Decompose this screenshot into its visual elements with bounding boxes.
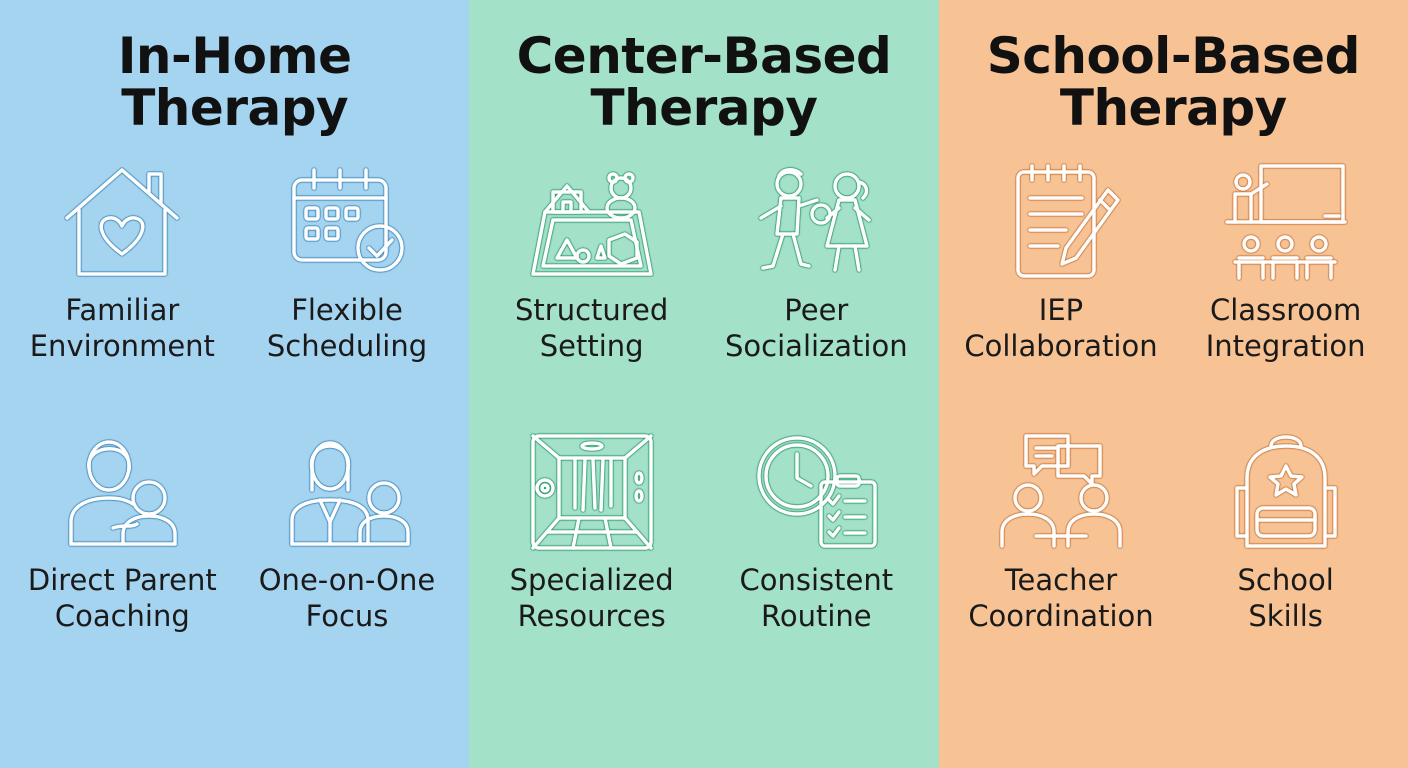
- feature-teacher-coordination: Teacher Coordination: [949, 432, 1174, 702]
- backpack-icon: [1234, 435, 1337, 548]
- feature-label: Specialized Resources: [509, 563, 674, 633]
- feature-direct-parent-coaching: Direct Parent Coaching: [10, 432, 235, 702]
- column-title: In-Home Therapy: [117, 27, 352, 137]
- feature-peer-socialization: Peer Socialization: [704, 162, 929, 432]
- therapist-child-icon: [290, 441, 410, 546]
- column-school-based: School-Based Therapy: [938, 0, 1408, 768]
- feature-one-on-one-focus: One-on-One Focus: [235, 432, 460, 702]
- feature-label: Structured Setting: [515, 293, 669, 363]
- feature-label: One-on-One Focus: [258, 563, 436, 633]
- column-title: Center-Based Therapy: [516, 27, 892, 137]
- column-title: School-Based Therapy: [986, 27, 1361, 137]
- feature-school-skills: School Skills: [1173, 432, 1398, 702]
- feature-classroom-integration: Classroom Integration: [1173, 162, 1398, 432]
- feature-label: Consistent Routine: [739, 563, 894, 633]
- feature-structured-setting: Structured Setting: [479, 162, 704, 432]
- feature-label: School Skills: [1237, 563, 1334, 633]
- classroom-icon: [1224, 164, 1347, 280]
- column-in-home: In-Home Therapy Familiar Environment: [0, 0, 470, 768]
- feature-familiar-environment: Familiar Environment: [10, 162, 235, 432]
- play-mat-icon: [530, 172, 653, 276]
- feature-consistent-routine: Consistent Routine: [704, 432, 929, 702]
- feature-label: Direct Parent Coaching: [27, 563, 217, 633]
- feature-label: Familiar Environment: [29, 293, 215, 363]
- conversation-icon: [1000, 434, 1122, 548]
- kids-playing-icon: [759, 168, 872, 272]
- feature-specialized-resources: Specialized Resources: [479, 432, 704, 702]
- parent-child-icon: [69, 440, 178, 546]
- feature-flexible-scheduling: Flexible Scheduling: [235, 162, 460, 432]
- sensory-room-icon: [530, 434, 653, 550]
- column-center-based: Center-Based Therapy: [469, 0, 939, 768]
- feature-label: Teacher Coordination: [968, 563, 1154, 633]
- clock-checklist-icon: [757, 436, 878, 548]
- house-heart-icon: [65, 168, 180, 276]
- feature-label: Peer Socialization: [725, 293, 908, 363]
- feature-label: IEP Collaboration: [964, 293, 1158, 363]
- calendar-check-icon: [292, 168, 404, 272]
- feature-iep-collaboration: IEP Collaboration: [949, 162, 1174, 432]
- notepad-pencil-icon: [1016, 164, 1120, 278]
- feature-label: Classroom Integration: [1205, 293, 1366, 363]
- feature-label: Flexible Scheduling: [266, 293, 428, 363]
